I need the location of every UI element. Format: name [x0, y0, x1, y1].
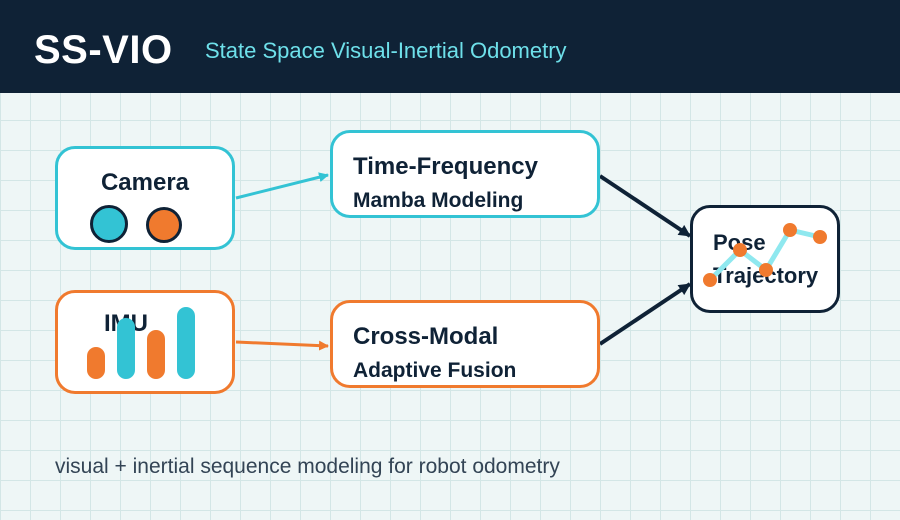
imu-node: IMU [55, 290, 235, 394]
imu-signal-bar [117, 318, 135, 379]
time-frequency-subtitle: Mamba Modeling [353, 189, 524, 212]
trajectory-icon [703, 223, 827, 287]
header-bar: SS-VIO State Space Visual-Inertial Odome… [0, 0, 900, 93]
footer-note: visual + inertial sequence modeling for … [55, 455, 560, 478]
cross-modal-title: Cross-Modal [353, 323, 499, 350]
time-frequency-title: Time-Frequency [353, 153, 538, 180]
camera-lens-icon [90, 205, 128, 243]
arrow-cross-modal-to-pose [598, 282, 692, 346]
arrow-time-frequency-to-pose [598, 174, 692, 238]
imu-signal-bar [87, 347, 105, 379]
tagline: State Space Visual-Inertial Odometry [205, 38, 567, 63]
time-frequency-node: Time-Frequency Mamba Modeling [330, 130, 600, 218]
cross-modal-node: Cross-Modal Adaptive Fusion [330, 300, 600, 388]
pose-node: Pose Trajectory [690, 205, 840, 313]
camera-lens-icon [146, 207, 182, 243]
brand-title: SS-VIO [34, 28, 173, 72]
arrow-imu-to-cross-modal [235, 340, 329, 351]
camera-label: Camera [100, 169, 190, 196]
cross-modal-subtitle: Adaptive Fusion [353, 359, 517, 382]
camera-node: Camera [55, 146, 235, 250]
imu-signal-bar [177, 307, 195, 379]
arrow-camera-to-time-frequency [235, 172, 329, 200]
imu-signal-bar [147, 330, 165, 379]
